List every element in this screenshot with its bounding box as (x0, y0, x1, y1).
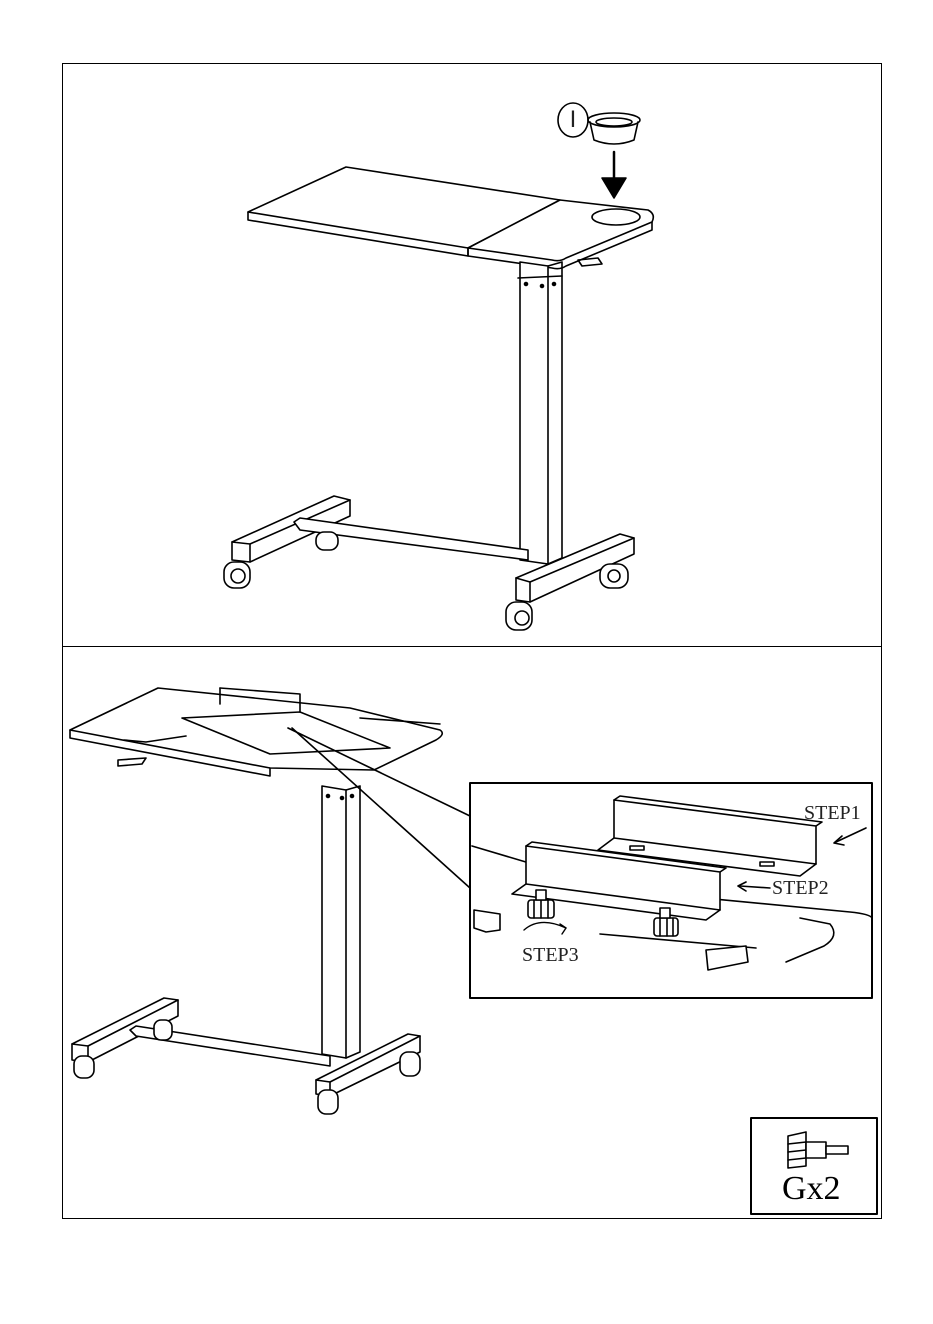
step1-label: STEP1 (804, 802, 861, 825)
hardware-quantity-label: Gx2 (782, 1170, 841, 1208)
caster-wheel (224, 562, 250, 588)
caster-wheel (318, 1090, 338, 1114)
knob-screw-icon (788, 1132, 848, 1168)
caster-wheel (600, 564, 628, 588)
step2-label: STEP2 (772, 877, 829, 900)
arrow-down-icon (602, 152, 626, 198)
caster-wheel (316, 532, 338, 550)
caster-wheel (506, 602, 532, 630)
caster-wheel (74, 1056, 94, 1078)
step3-label: STEP3 (522, 944, 579, 967)
caster-wheel (154, 1020, 172, 1040)
caster-wheel (400, 1052, 420, 1076)
table-assembled-drawing (224, 167, 653, 630)
part-id-label: I (560, 104, 586, 136)
cup-holder-icon (588, 113, 640, 144)
table-underside-drawing (70, 688, 442, 1114)
